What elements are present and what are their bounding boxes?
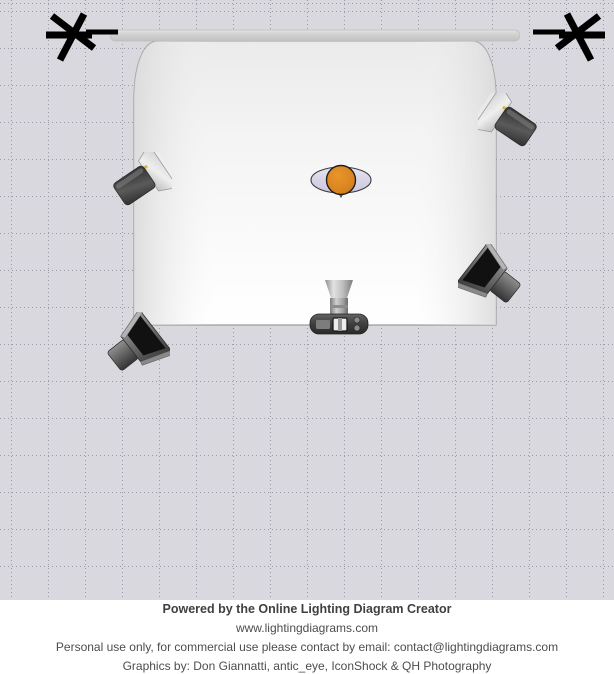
light-stand-icon[interactable] bbox=[533, 8, 609, 70]
camera-viewfinder-split bbox=[338, 318, 342, 331]
light-stand-icon[interactable] bbox=[42, 8, 118, 70]
camera-button bbox=[353, 324, 361, 332]
camera-button bbox=[353, 316, 361, 324]
barndoor-light-icon[interactable] bbox=[104, 312, 170, 376]
backdrop-crossbar bbox=[110, 29, 520, 42]
camera-lens-ring bbox=[330, 298, 348, 305]
footer-line-usage-terms: Personal use only, for commercial use pl… bbox=[55, 640, 559, 654]
camera-left-plate bbox=[316, 320, 330, 329]
footer-line-powered-by: Powered by the Online Lighting Diagram C… bbox=[162, 602, 452, 616]
camera-lens-hood bbox=[325, 280, 353, 298]
camera-lens-ring bbox=[330, 305, 348, 308]
camera-icon[interactable] bbox=[308, 276, 370, 338]
barndoor-light-icon[interactable] bbox=[458, 244, 524, 308]
camera-lens-ring bbox=[330, 308, 348, 316]
footer-line-website: www.lightingdiagrams.com bbox=[235, 621, 379, 635]
model-head bbox=[325, 164, 357, 196]
footer-credits: Powered by the Online Lighting Diagram C… bbox=[0, 600, 614, 674]
strobe-light-icon[interactable] bbox=[478, 93, 540, 151]
footer-line-graphics-credits: Graphics by: Don Giannatti, antic_eye, I… bbox=[122, 659, 492, 673]
strobe-light-icon[interactable] bbox=[110, 152, 172, 210]
model-subject-icon[interactable] bbox=[306, 158, 376, 206]
